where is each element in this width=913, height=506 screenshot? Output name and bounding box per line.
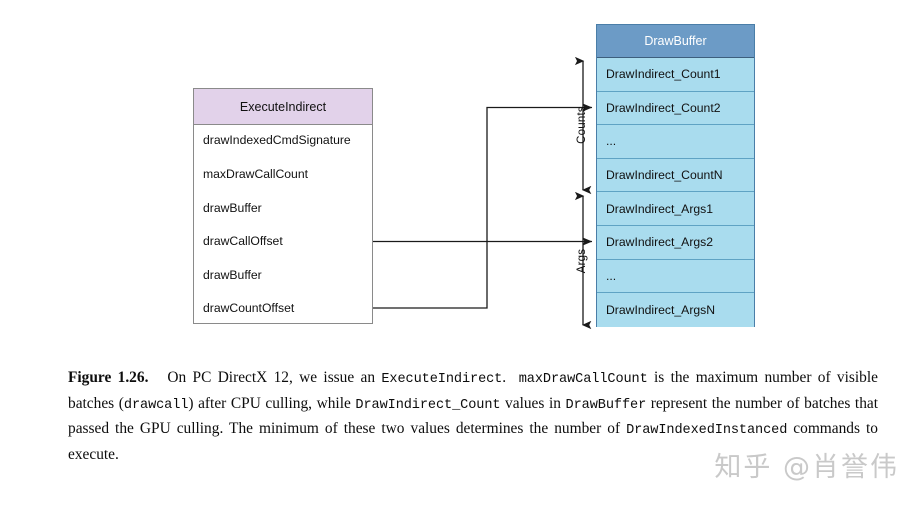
draw-buffer-row: ... [597, 125, 754, 159]
draw-buffer-row: DrawIndirect_ArgsN [597, 293, 754, 327]
caption-seg-1: On PC DirectX 12, we issue an [167, 369, 382, 386]
execute-indirect-box: ExecuteIndirect drawIndexedCmdSignature … [193, 88, 373, 324]
figure-caption: Figure 1.26. On PC DirectX 12, we issue … [68, 366, 878, 466]
caption-code-drawindexedinstanced: DrawIndexedInstanced [626, 423, 788, 439]
diagram-area: Counts Args ExecuteIndirect drawIndexedC… [193, 24, 755, 330]
execute-indirect-title: ExecuteIndirect [194, 89, 372, 125]
draw-buffer-row: DrawIndirect_Count2 [597, 91, 754, 126]
connector-drawcountoffset-to-count2 [373, 103, 593, 309]
ei-field-drawbuffer-1: drawBuffer [203, 201, 262, 215]
draw-buffer-row: DrawIndirect_CountN [597, 158, 754, 193]
caption-label: Figure 1.26. [68, 369, 149, 386]
caption-seg-6: represent the number of batches that pas… [68, 394, 878, 438]
caption-seg-5: values in [500, 394, 566, 412]
caption-code-drawcall: drawcall [123, 397, 189, 413]
ei-field-drawcountoffset: drawCountOffset [203, 301, 295, 315]
caption-code-maxdrawcallcount: maxDrawCallCount [518, 372, 648, 387]
caption-gap [148, 369, 167, 386]
draw-buffer-row: DrawIndirect_Count1 [597, 58, 754, 92]
caption-code-executeindirect: ExecuteIndirect [381, 372, 503, 387]
caption-seg-2: . [502, 369, 513, 386]
ei-field-drawindexedcmdsignature: drawIndexedCmdSignature [203, 133, 351, 147]
draw-buffer-row: DrawIndirect_Args1 [597, 192, 754, 226]
caption-seg-3: is the maximum number of visible batches… [68, 369, 878, 412]
args-label: Args [576, 248, 588, 274]
ei-field-drawbuffer-2: drawBuffer [203, 268, 262, 282]
caption-code-drawbuffer: DrawBuffer [565, 397, 647, 413]
draw-buffer-row: DrawIndirect_Args2 [597, 225, 754, 260]
counts-label: Counts [576, 106, 588, 144]
connector-layer [373, 56, 593, 330]
caption-seg-7: commands to execute. [68, 420, 878, 463]
draw-buffer-title: DrawBuffer [597, 25, 754, 58]
execute-indirect-fields: drawIndexedCmdSignature maxDrawCallCount… [194, 125, 372, 323]
draw-buffer-row: ... [597, 259, 754, 294]
ei-field-drawcalloffset: drawCallOffset [203, 234, 283, 248]
ei-field-maxdrawcallcount: maxDrawCallCount [203, 167, 308, 181]
caption-code-drawindirectcount: DrawIndirect_Count [355, 397, 501, 413]
draw-buffer-box: DrawBuffer DrawIndirect_Count1 DrawIndir… [596, 24, 755, 327]
caption-seg-4: ) after CPU culling, while [188, 394, 356, 412]
